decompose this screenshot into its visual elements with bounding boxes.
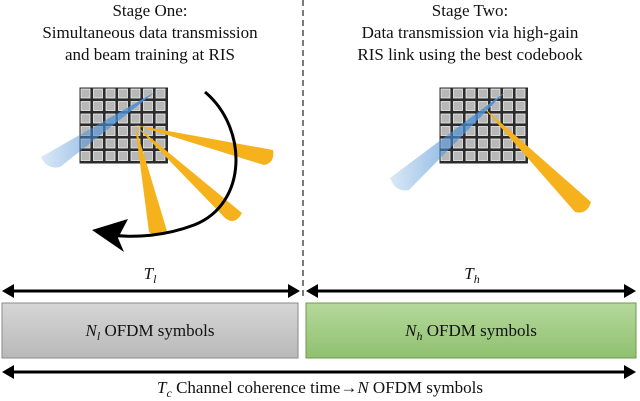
ris-element [465, 138, 476, 149]
ris-element [93, 113, 103, 124]
stage-two-title-line2: Data transmission via high-gain [362, 23, 579, 42]
ris-element [453, 113, 463, 124]
ris-element [453, 88, 463, 99]
coherence-arrowhead-left-icon [2, 365, 14, 379]
stage-two-symbols-label: Nh OFDM symbols [404, 321, 537, 343]
ris-element [503, 101, 513, 111]
ris-element [80, 113, 91, 124]
ris-element [155, 113, 166, 124]
ris-element [440, 101, 451, 111]
ris-element [465, 101, 476, 111]
stage-one-title-line1: Stage One: [112, 1, 187, 20]
ris-element [515, 113, 526, 124]
reflected-beam-1 [135, 125, 274, 165]
stage-two-title-line1: Stage Two: [432, 1, 508, 20]
stage-one-title-line2: Simultaneous data transmission [42, 23, 258, 42]
incident-beam-right [390, 92, 505, 191]
ris-element [80, 88, 91, 99]
ris-element [118, 88, 128, 99]
tl-arrowhead-left-icon [2, 284, 14, 298]
incident-beam-left [41, 92, 155, 168]
ris-element [490, 151, 501, 161]
ris-element [143, 113, 153, 124]
ris-element [515, 126, 526, 136]
ris-element [118, 126, 128, 136]
ris-element [143, 126, 153, 136]
ris-panel-left [79, 87, 168, 164]
ris-element [105, 88, 116, 99]
ris-backplane [439, 87, 528, 164]
ris-element [80, 151, 91, 161]
ris-element [130, 113, 141, 124]
beam-sweep-arc [111, 90, 238, 238]
ris-element [105, 138, 116, 149]
ris-element [465, 151, 476, 161]
ris-element [93, 101, 103, 111]
ris-element [478, 126, 488, 136]
ris-element [478, 88, 488, 99]
ris-element [155, 88, 166, 99]
ris-backplane [79, 87, 168, 164]
ris-panel-right [439, 87, 528, 164]
ris-element [478, 151, 488, 161]
ris-element [93, 138, 103, 149]
ris-element [105, 151, 116, 161]
ris-element [503, 88, 513, 99]
stage-one-symbols-label: Nl OFDM symbols [85, 321, 215, 343]
stage-one-symbols-box [1, 302, 299, 359]
best-reflected-beam [483, 107, 591, 213]
coherence-time-label: Tc Channel coherence time→N OFDM symbols [157, 378, 483, 400]
ris-element [503, 113, 513, 124]
ris-element [453, 101, 463, 111]
sweep-arrowhead-icon [92, 219, 128, 252]
ris-element [490, 138, 501, 149]
ris-element [118, 138, 128, 149]
stage-two-symbols-box [305, 302, 637, 359]
ris-element [440, 113, 451, 124]
th-label: Th [464, 264, 479, 286]
ris-element [490, 126, 501, 136]
ris-element [503, 151, 513, 161]
ris-element [515, 151, 526, 161]
ris-element [80, 101, 91, 111]
reflected-beam-2 [135, 125, 242, 222]
stage-one-title-line3: and beam training at RIS [65, 45, 235, 64]
ris-element [130, 88, 141, 99]
ris-element [478, 138, 488, 149]
ris-element [490, 88, 501, 99]
tl-label: Tl [144, 264, 157, 286]
th-arrowhead-left-icon [306, 284, 318, 298]
ris-element [105, 101, 116, 111]
coherence-arrowhead-right-icon [624, 365, 636, 379]
reflected-beam-3 [135, 125, 167, 236]
ris-element [465, 88, 476, 99]
ris-element [440, 88, 451, 99]
ris-element [155, 101, 166, 111]
ris-element [118, 151, 128, 161]
ris-element [143, 138, 153, 149]
tl-arrowhead-right-icon [288, 284, 300, 298]
ris-element [515, 101, 526, 111]
ris-element [503, 138, 513, 149]
ris-element [93, 151, 103, 161]
stage-two-title-line3: RIS link using the best codebook [357, 45, 583, 64]
ris-element [453, 151, 463, 161]
th-arrowhead-right-icon [624, 284, 636, 298]
ris-element [143, 101, 153, 111]
ris-element [515, 88, 526, 99]
ris-element [130, 126, 141, 136]
ris-element [440, 126, 451, 136]
ris-element [93, 88, 103, 99]
